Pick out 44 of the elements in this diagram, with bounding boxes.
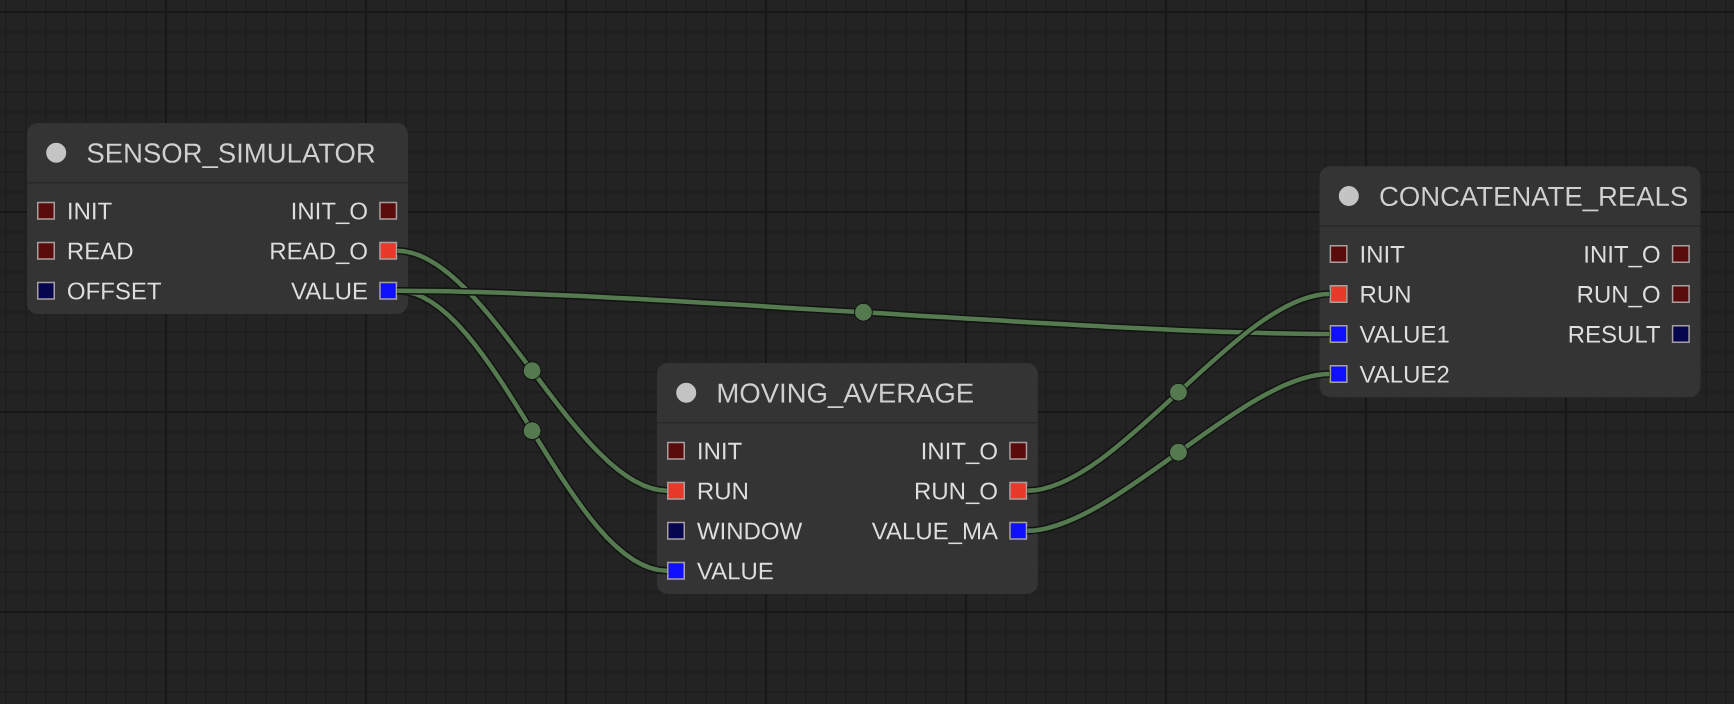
port-label: READ [68,242,133,260]
port-label: INIT [69,202,112,220]
port-square [1009,481,1028,500]
port-square [1329,245,1348,263]
port-label: VALUE_MA [871,522,998,545]
port-square [1009,521,1028,540]
port-square [379,241,398,260]
port-square [1671,325,1690,343]
port-square [1671,285,1690,303]
port-square [37,241,55,260]
port-label: VALUE [697,562,773,580]
port-square [667,521,685,540]
connection-curve [1026,370,1331,535]
port-label: RUN [698,482,747,500]
port-label: READ_O [271,242,367,265]
port-label: RUN_O [1578,285,1660,308]
port-label: RUN [1361,286,1410,303]
port-square [667,561,685,580]
port-label: INIT_O [1585,245,1660,268]
port-square [379,281,398,300]
connection-curve [396,247,668,495]
port-label: INIT [699,442,742,460]
port-square [1329,325,1348,343]
port-square [1329,365,1348,383]
port-square [667,481,685,500]
port-label: VALUE1 [1359,326,1449,343]
port-label: WINDOW [697,522,803,540]
connection-curve [1026,290,1331,495]
port-square [1329,285,1348,303]
port-label: INIT_O [292,202,367,225]
port-label: OFFSET [68,282,161,300]
port-square [667,441,685,460]
port-square [37,281,55,300]
port-square [1009,441,1028,460]
port-label: VALUE2 [1359,365,1449,383]
port-label: INIT [1361,246,1405,263]
port-square [379,201,398,220]
port-label: VALUE [291,282,367,300]
port-label: RESULT [1569,325,1661,343]
connection-curve [397,286,1330,338]
port-label: INIT_O [922,442,997,465]
port-square [37,201,55,220]
port-square [1671,245,1690,263]
port-label: RUN_O [916,482,997,505]
